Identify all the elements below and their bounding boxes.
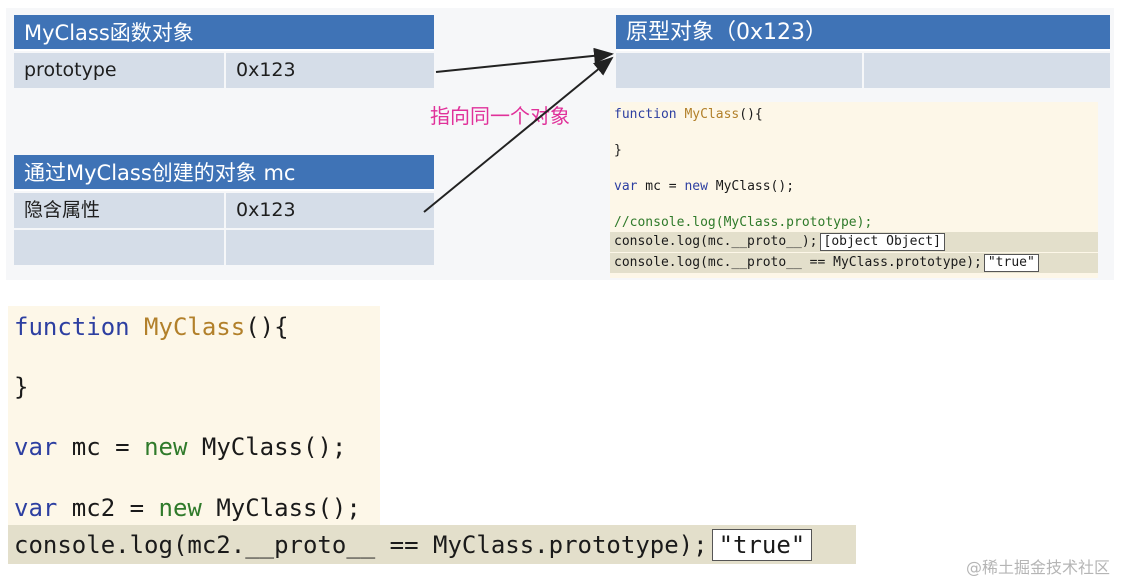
empty-cell (616, 53, 862, 88)
big-code-snippet: function MyClass(){ } var mc = new MyCla… (8, 306, 856, 564)
code-text: mc2 = (57, 494, 159, 522)
function-name: MyClass (684, 107, 740, 122)
code-text: console.log(mc.__proto__ == MyClass.prot… (614, 255, 982, 270)
small-code-snippet: function MyClass(){ } var mc = new MyCla… (610, 102, 1098, 278)
code-line: console.log(mc.__proto__);[object Object… (614, 233, 945, 251)
keyword: new (158, 494, 202, 522)
watermark: @稀土掘金技术社区 (966, 558, 1111, 577)
prototype-table-empty-row (616, 53, 1110, 88)
prototype-key-cell: prototype (14, 53, 224, 88)
code-line: function MyClass(){ (614, 106, 763, 124)
keyword: var (614, 179, 638, 194)
same-object-note: 指向同一个对象 (430, 104, 570, 128)
hidden-prop-key-cell: 隐含属性 (14, 193, 224, 228)
mc-object-table: 通过MyClass创建的对象 mc 隐含属性 0x123 (14, 155, 434, 265)
code-text: console.log(mc.__proto__); (614, 234, 818, 249)
code-text: MyClass(); (201, 494, 361, 522)
prototype-object-table: 原型对象（0x123） (616, 15, 1110, 88)
comment-line: //console.log(MyClass.prototype); (614, 215, 873, 230)
code-background (8, 306, 380, 564)
code-line: var mc = new MyClass(); (614, 178, 794, 196)
keyword: function (14, 313, 130, 341)
prototype-table-title: 原型对象（0x123） (616, 15, 1110, 51)
keyword: var (14, 494, 58, 522)
code-line: } (614, 143, 622, 158)
result-tooltip: [object Object] (819, 233, 945, 251)
result-tooltip: "true" (711, 529, 813, 561)
keyword: new (144, 433, 188, 461)
mc-table-row: 隐含属性 0x123 (14, 193, 434, 228)
code-text: mc = (637, 179, 685, 194)
code-text: (){ (245, 313, 289, 341)
empty-cell (14, 230, 224, 265)
result-tooltip: "true" (983, 254, 1039, 272)
code-line: var mc = new MyClass(); (14, 430, 346, 464)
highlight-bar (610, 253, 1098, 273)
function-name: MyClass (144, 313, 246, 341)
code-line: } (14, 373, 29, 401)
keyword: var (14, 433, 58, 461)
mc-table-empty-row (14, 230, 434, 265)
code-text: (){ (739, 107, 763, 122)
myclass-table-title: MyClass函数对象 (14, 15, 434, 51)
empty-cell (226, 230, 434, 265)
code-line: var mc2 = new MyClass(); (14, 491, 361, 525)
hidden-prop-value-cell: 0x123 (226, 193, 434, 228)
myclass-table-row: prototype 0x123 (14, 53, 434, 88)
code-text: MyClass(); (707, 179, 795, 194)
code-text: mc = (57, 433, 145, 461)
code-line: console.log(mc2.__proto__ == MyClass.pro… (14, 528, 813, 562)
prototype-value-cell: 0x123 (226, 53, 434, 88)
keyword: new (684, 179, 708, 194)
keyword: function (614, 107, 677, 122)
code-line: function MyClass(){ (14, 310, 289, 344)
code-text: console.log(mc2.__proto__ == MyClass.pro… (14, 531, 708, 559)
empty-cell (864, 53, 1110, 88)
code-text: MyClass(); (187, 433, 347, 461)
mc-table-title: 通过MyClass创建的对象 mc (14, 155, 434, 191)
myclass-function-table: MyClass函数对象 prototype 0x123 (14, 15, 434, 88)
code-line: console.log(mc.__proto__ == MyClass.prot… (614, 254, 1039, 272)
